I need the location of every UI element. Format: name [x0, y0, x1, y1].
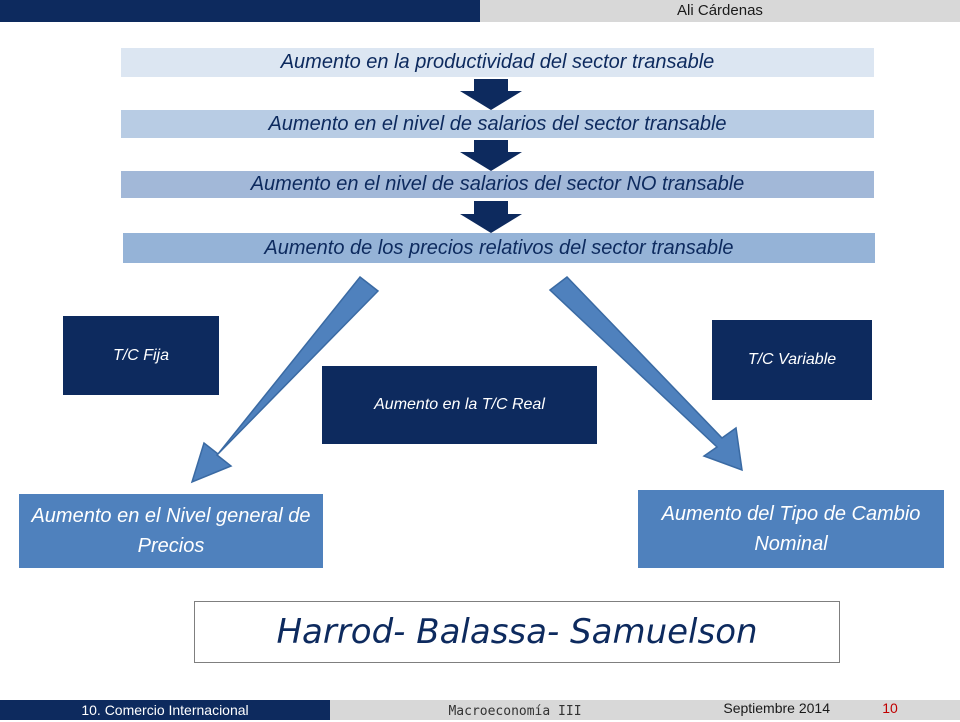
footer-course: 10. Comercio Internacional	[81, 702, 249, 718]
page-number: 10	[882, 700, 898, 716]
footer-date: Septiembre 2014	[723, 700, 830, 716]
down-arrow-1	[460, 79, 522, 110]
down-arrow-3	[460, 201, 522, 233]
diagonal-arrow-right	[548, 275, 743, 472]
chain-step-4: Aumento de los precios relativos del sec…	[123, 233, 875, 263]
down-arrow-2	[460, 140, 522, 171]
footer-bar-middle	[330, 700, 700, 720]
footer-bar-right	[700, 700, 960, 720]
diagonal-arrow-left	[190, 275, 380, 484]
author-label: Ali Cárdenas	[677, 2, 763, 19]
nominal-exchange-rate-outcome-box: Aumento del Tipo de Cambio Nominal	[638, 490, 944, 568]
chain-step-2: Aumento en el nivel de salarios del sect…	[121, 110, 874, 138]
header-bar-left	[0, 0, 480, 22]
fixed-exchange-rate-box: T/C Fija	[63, 316, 219, 395]
theory-title: Harrod- Balassa- Samuelson	[194, 601, 840, 663]
footer-subject: Macroeconomía III	[448, 704, 582, 719]
real-exchange-rate-box: Aumento en la T/C Real	[322, 366, 597, 444]
chain-step-1: Aumento en la productividad del sector t…	[121, 48, 874, 77]
header-bar-right	[480, 0, 960, 22]
chain-step-3: Aumento en el nivel de salarios del sect…	[121, 171, 874, 198]
variable-exchange-rate-box: T/C Variable	[712, 320, 872, 400]
price-level-outcome-box: Aumento en el Nivel general de Precios	[19, 494, 323, 568]
footer-bar-left	[0, 700, 330, 720]
